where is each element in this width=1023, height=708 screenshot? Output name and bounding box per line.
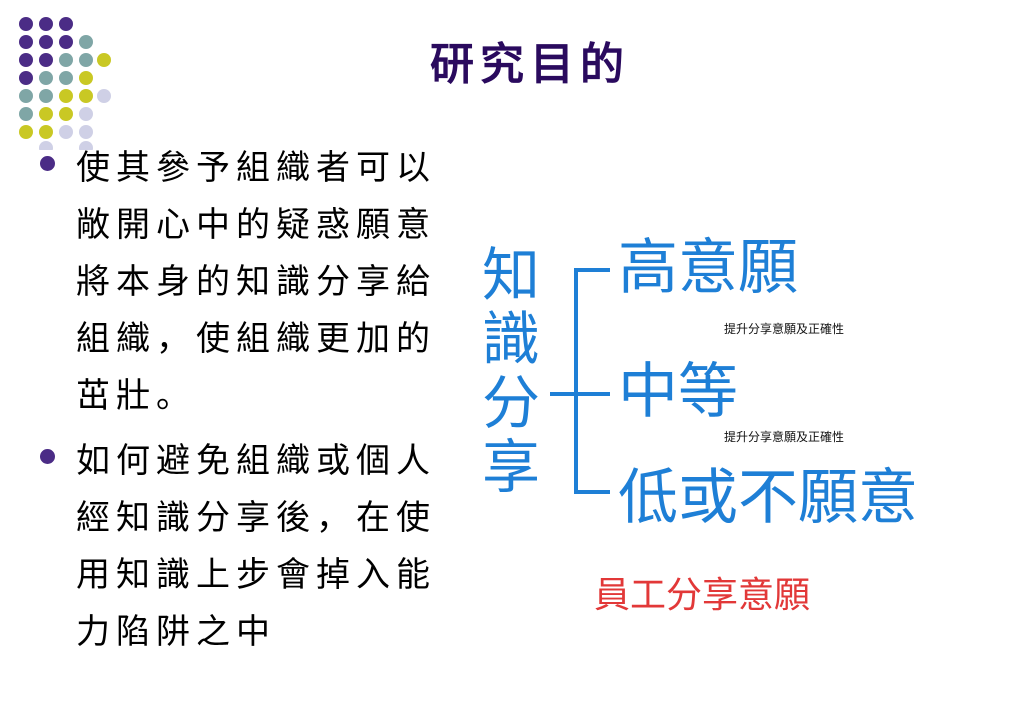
bullet-list: 使其參予組織者可以敞開心中的疑惑願意將本身的知識分享給組織，使組織更加的茁壯。 … (30, 140, 460, 669)
dot (39, 71, 53, 85)
dot (79, 141, 93, 150)
bullet-item: 如何避免組織或個人經知識分享後，在使用知識上步會掉入能力陷阱之中 (30, 433, 460, 661)
dot (19, 53, 33, 67)
dot (59, 35, 73, 49)
dot (97, 53, 111, 67)
bracket-bottom-arm (574, 490, 610, 494)
dot (59, 125, 73, 139)
bullet-text: 如何避免組織或個人經知識分享後，在使用知識上步會掉入能力陷阱之中 (76, 441, 436, 652)
dot (59, 107, 73, 121)
bracket-vertical (574, 268, 578, 494)
dot (79, 125, 93, 139)
dot (79, 35, 93, 49)
level-note: 提升分享意願及正確性 (724, 322, 845, 336)
bracket-middle-arm (574, 392, 610, 396)
dot (19, 89, 33, 103)
dot (59, 17, 73, 31)
bullet-dot-icon (40, 449, 55, 464)
bullet-text: 使其參予組織者可以敞開心中的疑惑願意將本身的知識分享給組織，使組織更加的茁壯。 (76, 148, 436, 416)
dot (39, 53, 53, 67)
decorative-dot-grid (19, 17, 111, 150)
level-high: 高意願 (618, 233, 798, 303)
dot (19, 35, 33, 49)
dot (19, 17, 33, 31)
bullet-item: 使其參予組織者可以敞開心中的疑惑願意將本身的知識分享給組織，使組織更加的茁壯。 (30, 140, 460, 425)
dot (39, 125, 53, 139)
knowledge-sharing-char: 識 (482, 305, 541, 373)
bullet-dot-icon (40, 156, 55, 171)
dot (59, 89, 73, 103)
dot (39, 35, 53, 49)
dot (59, 53, 73, 67)
dot (39, 17, 53, 31)
knowledge-sharing-diagram: 知 識 分 享 高意願 提升分享意願及正確性 中等 提升分享意願及正確性 低或不… (470, 230, 930, 630)
diagram-caption: 員工分享意願 (594, 575, 811, 616)
knowledge-sharing-char: 分 (482, 369, 541, 437)
knowledge-sharing-char: 享 (482, 433, 541, 501)
level-low: 低或不願意 (618, 463, 918, 533)
dot (19, 125, 33, 139)
level-note: 提升分享意願及正確性 (724, 430, 845, 444)
bracket-top-arm (574, 268, 610, 272)
dot (39, 141, 53, 150)
knowledge-sharing-char: 知 (482, 241, 541, 309)
dot (19, 71, 33, 85)
dot (97, 89, 111, 103)
slide-title: 研究目的 (430, 39, 630, 90)
dot (79, 89, 93, 103)
level-medium: 中等 (618, 357, 738, 427)
dot (79, 53, 93, 67)
dot (39, 107, 53, 121)
dot (19, 107, 33, 121)
dot (79, 71, 93, 85)
dot (39, 89, 53, 103)
dot (79, 107, 93, 121)
dot (59, 71, 73, 85)
